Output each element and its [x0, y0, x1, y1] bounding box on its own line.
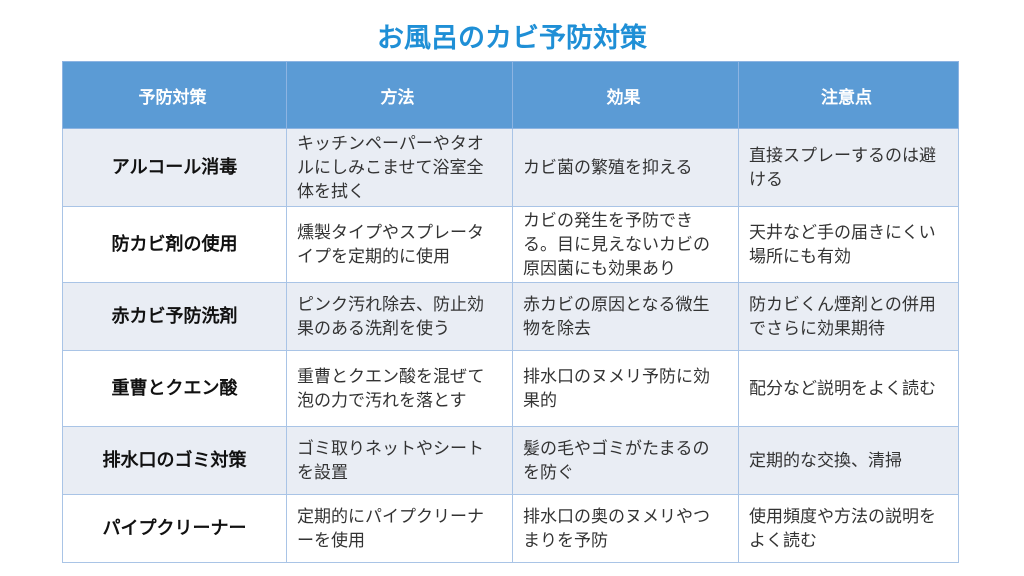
method-cell: ゴミ取りネットやシートを設置	[286, 426, 513, 495]
method-cell: ピンク汚れ除去、防止効果のある洗剤を使う	[286, 282, 513, 351]
measure-cell: アルコール消毒	[62, 128, 287, 207]
note-cell: 配分など説明をよく読む	[738, 350, 959, 427]
method-cell: キッチンペーパーやタオルにしみこませて浴室全体を拭く	[286, 128, 513, 207]
header-note: 注意点	[738, 61, 959, 129]
effect-cell: 排水口のヌメリ予防に効果的	[512, 350, 739, 427]
method-cell: 定期的にパイプクリーナーを使用	[286, 494, 513, 563]
table-row: アルコール消毒 キッチンペーパーやタオルにしみこませて浴室全体を拭く カビ菌の繁…	[62, 128, 959, 207]
table-row: 排水口のゴミ対策 ゴミ取りネットやシートを設置 髪の毛やゴミがたまるのを防ぐ 定…	[62, 426, 959, 495]
table-row: 防カビ剤の使用 燻製タイプやスプレータイプを定期的に使用 カビの発生を予防できる…	[62, 206, 959, 283]
page-title: お風呂のカビ予防対策	[377, 23, 647, 54]
prevention-table: 予防対策 方法 効果 注意点 アルコール消毒 キッチンペーパーやタオルにしみこま…	[62, 61, 959, 563]
header-measure: 予防対策	[62, 61, 287, 129]
effect-cell: 赤カビの原因となる微生物を除去	[512, 282, 739, 351]
header-effect: 効果	[512, 61, 739, 129]
effect-cell: 髪の毛やゴミがたまるのを防ぐ	[512, 426, 739, 495]
measure-cell: パイプクリーナー	[62, 494, 287, 563]
table-row: 重曹とクエン酸 重曹とクエン酸を混ぜて泡の力で汚れを落とす 排水口のヌメリ予防に…	[62, 350, 959, 427]
method-cell: 燻製タイプやスプレータイプを定期的に使用	[286, 206, 513, 283]
effect-cell: カビの発生を予防できる。目に見えないカビの原因菌にも効果あり	[512, 206, 739, 283]
measure-cell: 赤カビ予防洗剤	[62, 282, 287, 351]
header-method: 方法	[286, 61, 513, 129]
table-row: 赤カビ予防洗剤 ピンク汚れ除去、防止効果のある洗剤を使う 赤カビの原因となる微生…	[62, 282, 959, 351]
table-header-row: 予防対策 方法 効果 注意点	[62, 61, 959, 129]
effect-cell: 排水口の奥のヌメリやつまりを予防	[512, 494, 739, 563]
method-cell: 重曹とクエン酸を混ぜて泡の力で汚れを落とす	[286, 350, 513, 427]
measure-cell: 重曹とクエン酸	[62, 350, 287, 427]
note-cell: 天井など手の届きにくい場所にも有効	[738, 206, 959, 283]
table-row: パイプクリーナー 定期的にパイプクリーナーを使用 排水口の奥のヌメリやつまりを予…	[62, 494, 959, 563]
note-cell: 直接スプレーするのは避ける	[738, 128, 959, 207]
effect-cell: カビ菌の繁殖を抑える	[512, 128, 739, 207]
measure-cell: 防カビ剤の使用	[62, 206, 287, 283]
note-cell: 使用頻度や方法の説明をよく読む	[738, 494, 959, 563]
note-cell: 定期的な交換、清掃	[738, 426, 959, 495]
note-cell: 防カビくん煙剤との併用でさらに効果期待	[738, 282, 959, 351]
measure-cell: 排水口のゴミ対策	[62, 426, 287, 495]
